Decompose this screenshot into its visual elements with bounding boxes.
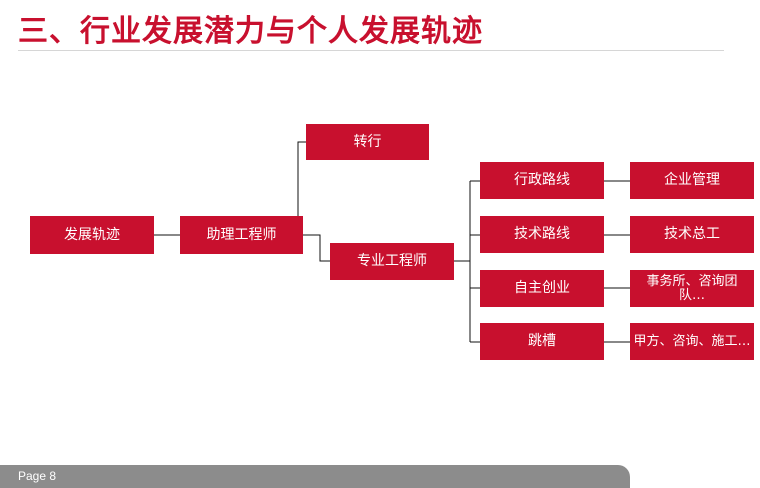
- footer-bar: Page 8: [0, 465, 630, 488]
- page-title: 三、行业发展潜力与个人发展轨迹: [18, 14, 483, 49]
- node-job-hop: 跳槽: [480, 323, 604, 360]
- node-tech-path: 技术路线: [480, 216, 604, 253]
- node-admin-path: 行政路线: [480, 162, 604, 199]
- node-root: 发展轨迹: [30, 216, 154, 254]
- link-assistant-professional: [303, 234, 330, 262]
- node-switch-career: 转行: [306, 124, 429, 160]
- link-assistant-switch: [297, 141, 306, 216]
- node-client-side: 甲方、咨询、施工…: [630, 323, 754, 360]
- title-divider: [18, 50, 724, 51]
- node-startup: 自主创业: [480, 270, 604, 307]
- page-number: Page 8: [18, 469, 57, 483]
- node-chief-engineer: 技术总工: [630, 216, 754, 253]
- node-enterprise-management: 企业管理: [630, 162, 754, 199]
- node-assistant-engineer: 助理工程师: [180, 216, 303, 254]
- node-professional-engineer: 专业工程师: [330, 243, 454, 280]
- node-firm-consulting: 事务所、咨询团队…: [630, 270, 754, 307]
